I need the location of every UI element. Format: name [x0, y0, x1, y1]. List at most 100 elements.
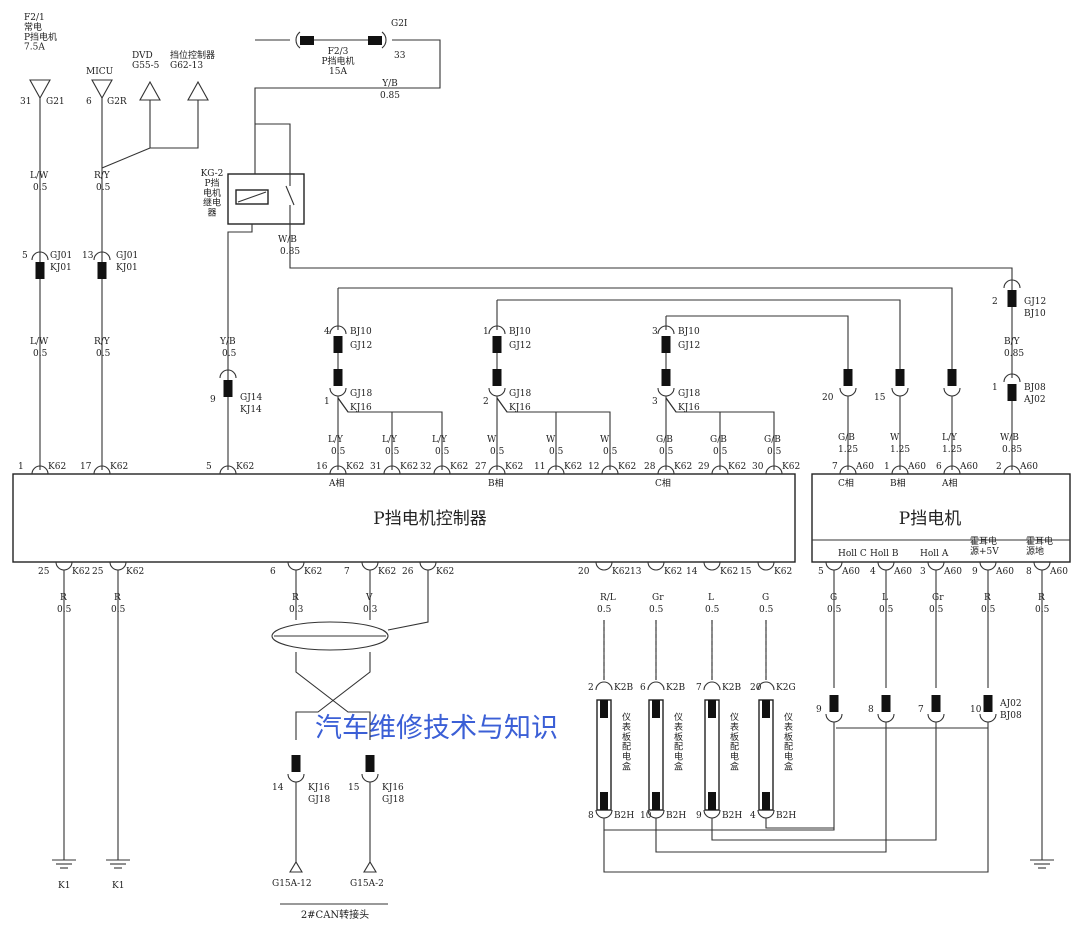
source-micu: MICU: [86, 67, 114, 77]
a60-top-conn: A60: [855, 462, 874, 472]
phase-wire-size: 0.5: [603, 447, 618, 457]
panel-top-pin: [708, 700, 716, 718]
wire-ry-color: R/Y: [94, 171, 111, 181]
phase-wire-size: 0.5: [713, 447, 728, 457]
kj01-b: KJ01: [116, 263, 138, 273]
kj16-can-right-pin: [365, 755, 375, 772]
gj18: GJ18: [678, 389, 701, 399]
k62-bottom-conn: K62: [774, 567, 792, 577]
can-cross-2: [295, 652, 371, 740]
hall-power: 霍耳电源+5V: [970, 535, 999, 557]
bottom-wire-size: 0.5: [759, 605, 774, 615]
panel-bottom-pin-num: 8: [588, 811, 594, 821]
k62-top-terminal: [765, 465, 783, 475]
bj08-hall: BJ08: [1000, 711, 1022, 721]
phase-wire-size: 0.5: [385, 447, 400, 457]
k62-top-pin: 17: [80, 462, 92, 472]
motor-bottom-wire-size: 0.5: [879, 605, 894, 615]
gj14-pin: [223, 380, 233, 397]
panel-bottom-pin-num: 4: [750, 811, 756, 821]
bj10-gj12-pin: [661, 336, 671, 353]
k62-bottom-pin: 25: [92, 567, 104, 577]
k62-top-terminal: [31, 465, 49, 475]
panel-top-cup: [595, 681, 613, 691]
gj12: GJ12: [350, 341, 372, 351]
aj02-bj08-hall-pin: [881, 695, 891, 712]
fuse-top-conn: G2I: [391, 19, 408, 29]
wires-layer: [39, 39, 1043, 873]
k62-bottom-conn: K62: [304, 567, 322, 577]
phase-wire-size: 0.5: [435, 447, 450, 457]
wire-wb-color-2: W/B: [1000, 433, 1019, 443]
motor-wire-size: 1.25: [890, 445, 910, 455]
panel-top-pin-num: 20: [750, 683, 762, 693]
panel-bottom-conn: B2H: [666, 811, 686, 821]
gj14: GJ14: [240, 393, 263, 403]
kj16-right: KJ16: [382, 783, 404, 793]
a60-top-terminal: [943, 465, 961, 475]
k62-top-terminal: [93, 465, 111, 475]
a60-top-pin: 2: [996, 462, 1002, 472]
motor-phase-connector-socket: [943, 387, 961, 397]
g15a12-label: G15A-12: [272, 879, 312, 889]
k62-bottom-conn: K62: [612, 567, 630, 577]
bj10-right: BJ10: [1024, 309, 1046, 319]
kj16-can-right-socket: [361, 773, 379, 783]
panel-bottom-pin: [652, 792, 660, 810]
aj02-bj08-hall-pin: [931, 695, 941, 712]
motor-bottom-wire-size: 0.5: [1035, 605, 1050, 615]
panel-top-conn: K2B: [722, 683, 741, 693]
phase-wire-color: G/B: [764, 435, 781, 445]
kj16-left-pin: 14: [272, 783, 284, 793]
k62-bottom-pin: 15: [740, 567, 752, 577]
bottom-wire-size: 0.5: [57, 605, 72, 615]
fuse-left-pin: [300, 36, 314, 45]
bottom-wire-color: V: [365, 593, 373, 603]
a60-bottom-terminal: [877, 561, 895, 571]
can-adapter-label: 2#CAN转接头: [301, 908, 369, 921]
bj08-aj02-socket: [1003, 373, 1021, 383]
phase-wire-size: 0.5: [659, 447, 674, 457]
bj08: BJ08: [1024, 383, 1046, 393]
controller-phase-c: C相: [655, 477, 671, 489]
a60-top-pin: 1: [884, 462, 890, 472]
phase-wire-size: 0.5: [767, 447, 782, 457]
wire-wb-size-2: 0.85: [1002, 445, 1022, 455]
gj18-kj16-pin: [333, 369, 343, 386]
k62-top-terminal: [601, 465, 619, 475]
kj16: KJ16: [509, 403, 531, 413]
k62-top-pin: 28: [644, 462, 656, 472]
aj02-bj08-hall-pin: [829, 695, 839, 712]
a60-bottom-conn: A60: [1049, 567, 1068, 577]
wire-ry-color-2: R/Y: [94, 337, 111, 347]
k62-bottom-terminal: [55, 561, 73, 571]
a60-bottom-pin: 5: [818, 567, 824, 577]
dvd-triangle: [139, 80, 161, 101]
gj18-kj16-socket: [329, 387, 347, 397]
a60-bottom-conn: A60: [841, 567, 860, 577]
k62-top-conn: K62: [782, 462, 800, 472]
motor-phase-label: B相: [890, 477, 906, 489]
k62-bottom-conn: K62: [378, 567, 396, 577]
panel-box-label: 仪表板配电盒: [622, 712, 631, 773]
can-twist-shield: [271, 621, 389, 651]
can-shield: [387, 570, 429, 631]
motor-phase-label: C相: [838, 477, 854, 489]
panel-top-conn: K2G: [776, 683, 796, 693]
controller-phase-b: B相: [488, 477, 504, 489]
k62-top-pin: 30: [752, 462, 764, 472]
g15a2-triangle: [363, 860, 377, 873]
gj18-left: GJ18: [308, 795, 331, 805]
k62-bottom-terminal: [361, 561, 379, 571]
k62-top-conn: K62: [618, 462, 636, 472]
a60-top-terminal: [839, 465, 857, 475]
a60-top-terminal: [891, 465, 909, 475]
phase-wire-color: W: [487, 435, 497, 445]
wire-yb-size: 0.5: [222, 349, 237, 359]
gj18-right: GJ18: [382, 795, 405, 805]
k62-top-pin: 32: [420, 462, 431, 472]
hall-conn-pin: 7: [918, 705, 924, 715]
